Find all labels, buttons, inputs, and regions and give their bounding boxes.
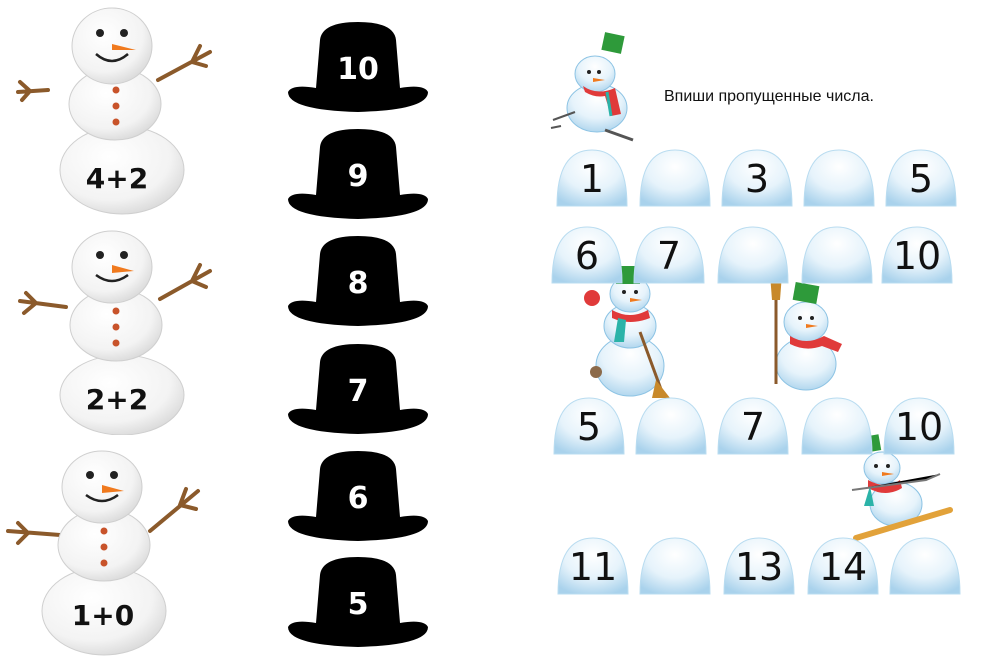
snowman-2-figure: [18, 230, 212, 436]
number-snowball: 1: [555, 148, 629, 208]
hat-number: 10: [337, 52, 379, 87]
snowball-shape: [556, 149, 628, 207]
hat-shape: [288, 129, 428, 219]
number-snowball: 10: [882, 396, 956, 456]
hat-5[interactable]: 6: [288, 447, 428, 543]
empty-snowball[interactable]: [638, 148, 712, 208]
empty-snowball[interactable]: [800, 396, 874, 456]
instruction-text: Впиши пропущенные числа.: [664, 88, 874, 105]
snowball-number: 10: [892, 234, 942, 278]
hat-shape: [288, 344, 428, 434]
snowman-with-broom-illustration: [770, 274, 842, 391]
hat-number: 7: [347, 374, 369, 409]
empty-snowball[interactable]: [888, 536, 962, 596]
snowball-number: 10: [894, 405, 944, 449]
hat-3[interactable]: 8: [288, 232, 428, 328]
snowman-2-equation: 2+2: [85, 383, 149, 416]
number-snowball: 5: [552, 396, 626, 456]
empty-snowball[interactable]: [800, 225, 874, 285]
hat-1[interactable]: 10: [288, 18, 428, 114]
hat-6[interactable]: 5: [288, 553, 428, 649]
number-snowball: 7: [632, 225, 706, 285]
snowball-shape: [557, 537, 629, 595]
snowball-shape: [801, 226, 873, 284]
snowball-number: 1: [579, 157, 605, 201]
hat-shape: [288, 451, 428, 541]
snowball-shape: [635, 397, 707, 455]
snowball-number: 3: [744, 157, 770, 201]
empty-snowball[interactable]: [634, 396, 708, 456]
hat-number: 6: [347, 481, 369, 516]
snowball-number: 5: [576, 405, 602, 449]
hat-number: 5: [347, 587, 369, 622]
number-snowball: 6: [550, 225, 624, 285]
number-snowball: 11: [556, 536, 630, 596]
snowball-shape: [883, 397, 955, 455]
number-snowball: 7: [716, 396, 790, 456]
snowman-1-figure: [16, 7, 212, 215]
snowball-number: 6: [574, 234, 600, 278]
snowball-shape: [551, 226, 623, 284]
snowman-1: 4+2: [0, 0, 230, 215]
snowball-number: 5: [908, 157, 934, 201]
snowball-shape: [723, 537, 795, 595]
hat-number: 8: [347, 266, 369, 301]
hat-4[interactable]: 7: [288, 340, 428, 436]
snowball-number: 14: [818, 545, 868, 589]
snowball-shape: [717, 397, 789, 455]
snowman-3-equation: 1+0: [71, 599, 135, 632]
snowball-number: 13: [734, 545, 784, 589]
snowball-number: 7: [656, 234, 682, 278]
snowball-number: 11: [568, 545, 618, 589]
hat-number: 9: [347, 159, 369, 194]
skating-snowman-illustration: [550, 32, 634, 142]
empty-snowball[interactable]: [638, 536, 712, 596]
snowball-number: 7: [740, 405, 766, 449]
number-snowball: 14: [806, 536, 880, 596]
snowball-shape: [801, 397, 873, 455]
snowball-shape: [889, 537, 961, 595]
number-snowball: 13: [722, 536, 796, 596]
snowball-shape: [721, 149, 793, 207]
snowball-shape: [803, 149, 875, 207]
number-snowball: 3: [720, 148, 794, 208]
number-snowball: 10: [880, 225, 954, 285]
empty-snowball[interactable]: [802, 148, 876, 208]
hat-shape: [288, 22, 428, 112]
snowball-shape: [553, 397, 625, 455]
snowball-shape: [717, 226, 789, 284]
hat-shape: [288, 557, 428, 647]
snowman-2: 2+2: [0, 215, 230, 436]
snowman-1-equation: 4+2: [85, 162, 149, 195]
number-snowball: 5: [884, 148, 958, 208]
snowball-shape: [881, 226, 953, 284]
hat-2[interactable]: 9: [288, 125, 428, 221]
snowman-3: 1+0: [0, 435, 230, 659]
empty-snowball[interactable]: [716, 225, 790, 285]
snowball-shape: [885, 149, 957, 207]
snowman-with-bird-illustration: [584, 266, 670, 398]
snowball-shape: [639, 537, 711, 595]
snowball-shape: [633, 226, 705, 284]
snowball-shape: [807, 537, 879, 595]
hat-shape: [288, 236, 428, 326]
snowman-3-figure: [6, 450, 200, 656]
snowball-shape: [639, 149, 711, 207]
